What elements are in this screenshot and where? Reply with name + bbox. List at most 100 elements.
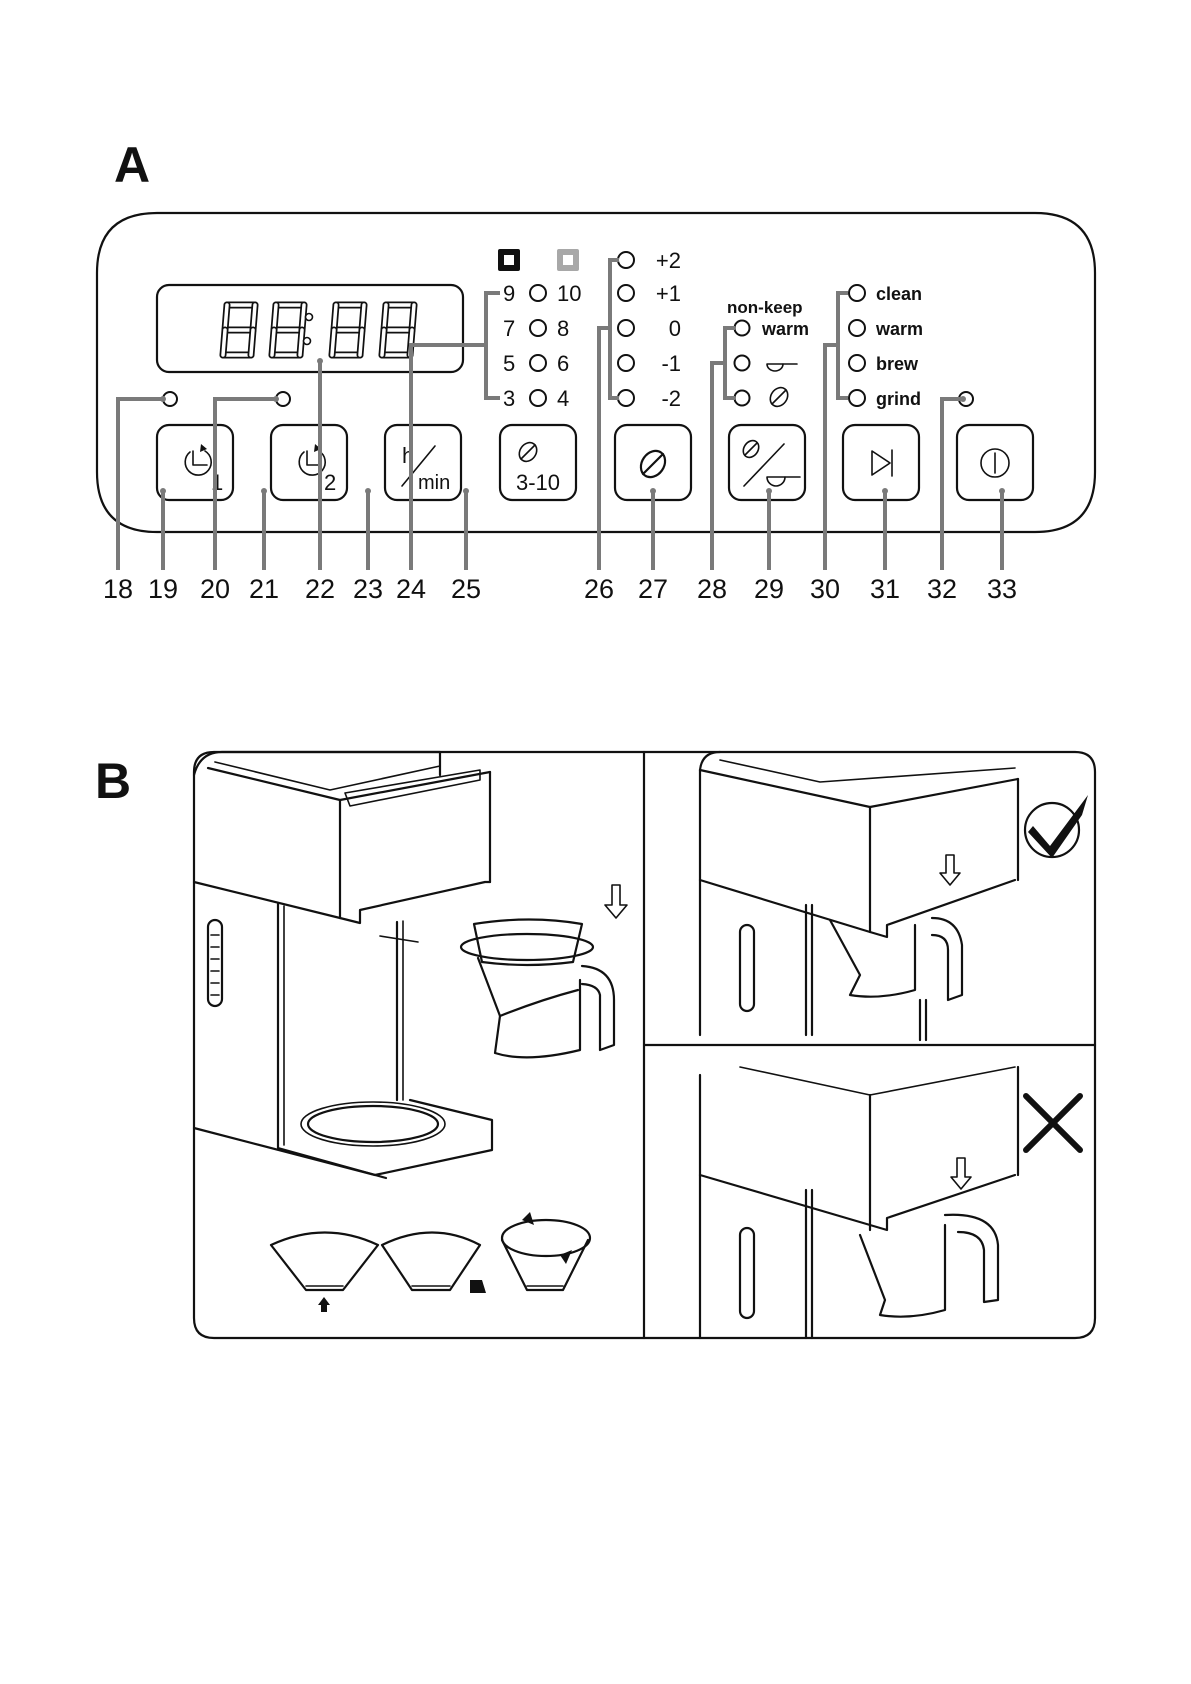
cup-size-icons — [498, 249, 579, 271]
grind-level-label: 0 — [669, 316, 681, 341]
segment-inner — [251, 303, 257, 332]
segment-inner — [221, 328, 227, 357]
figure-a-label: A — [114, 137, 150, 193]
seven-segment-digit — [219, 301, 259, 359]
filter-folding-steps — [269, 1212, 592, 1312]
timer2-subscript: 2 — [324, 470, 336, 495]
callout-number: 28 — [697, 574, 727, 604]
correct-placement-illustration — [698, 750, 1020, 1042]
dark-cup-icon-inner — [504, 255, 514, 265]
segment-inner — [410, 303, 416, 332]
callout-number: 24 — [396, 574, 426, 604]
figure-b-label: B — [95, 753, 131, 809]
colon-dot-bottom — [302, 336, 312, 346]
segment-inner — [330, 328, 336, 357]
cups-left-value: 9 — [503, 281, 515, 306]
callout-leaders — [116, 258, 1005, 570]
segment-inner — [300, 303, 306, 332]
callout-number: 30 — [810, 574, 840, 604]
ground-coffee-scoop-icon — [766, 363, 798, 372]
segment-inner — [382, 303, 388, 332]
grind-level-row: -1 — [617, 351, 681, 376]
seven-segment-digits — [219, 301, 418, 359]
incorrect-placement-illustration — [698, 1065, 1020, 1340]
segment-inner — [272, 303, 278, 332]
mode-row: brew — [848, 354, 919, 374]
power-icon — [980, 448, 1010, 478]
grind-level-led — [617, 319, 635, 337]
timer-clock-icon — [298, 444, 326, 476]
cups-button[interactable] — [498, 423, 578, 502]
callout-number: 18 — [103, 574, 133, 604]
cross-icon — [1023, 1093, 1083, 1153]
timer2-button[interactable] — [269, 423, 349, 502]
mode-label: warm — [875, 319, 923, 339]
mode-row: warm — [848, 319, 923, 339]
bean-ground-toggle-icon — [742, 439, 801, 487]
grind-level-indicator-group: +2 +1 0 -1 -2 — [617, 248, 681, 411]
beans-led — [733, 389, 751, 407]
cups-led — [529, 284, 547, 302]
cups-right-value: 8 — [557, 316, 569, 341]
mode-led — [848, 319, 866, 337]
cups-left-value: 3 — [503, 386, 515, 411]
seven-segment-digit — [268, 301, 308, 359]
cups-led — [529, 389, 547, 407]
cups-left-value: 7 — [503, 316, 515, 341]
callout-number: 27 — [638, 574, 668, 604]
callout-number: 26 — [584, 574, 614, 604]
segment-inner — [380, 328, 386, 357]
colon-dot-top — [304, 312, 314, 322]
mode-label: clean — [876, 284, 922, 304]
coffee-bean-icon — [518, 441, 538, 463]
cups-right-value: 6 — [557, 351, 569, 376]
cups-led — [529, 354, 547, 372]
segment-inner — [358, 328, 364, 357]
minute-label: min — [418, 472, 450, 494]
segment-inner — [298, 328, 304, 357]
grind-level-label: +2 — [656, 248, 681, 273]
coffee-bean-icon — [769, 386, 789, 408]
callout-number: 20 — [200, 574, 230, 604]
grind-level-row: +1 — [617, 281, 681, 306]
hour-minute-button[interactable] — [383, 423, 463, 502]
callout-number: 21 — [249, 574, 279, 604]
grind-level-led — [617, 354, 635, 372]
grind-level-label: +1 — [656, 281, 681, 306]
callout-number: 32 — [927, 574, 957, 604]
control-panel-outline — [95, 211, 1097, 534]
mode-led — [848, 284, 866, 302]
callout-number: 25 — [451, 574, 481, 604]
grind-level-led — [617, 389, 635, 407]
timer1-subscript: 1 — [211, 470, 223, 495]
non-keep-label: non-keep — [727, 298, 803, 317]
figure-b-frame — [192, 750, 1097, 1340]
warm-label: warm — [761, 319, 809, 339]
seven-segment-digit — [328, 301, 368, 359]
cups-left-value: 5 — [503, 351, 515, 376]
non-keep-warm-led — [733, 319, 751, 337]
callout-number: 22 — [305, 574, 335, 604]
cups-led — [529, 319, 547, 337]
grind-level-led — [617, 251, 635, 269]
callout-number: 29 — [754, 574, 784, 604]
check-icon — [1023, 795, 1088, 859]
grind-level-label: -2 — [661, 386, 681, 411]
callout-number: 31 — [870, 574, 900, 604]
start-skip-button[interactable] — [841, 423, 921, 502]
segment-inner — [249, 328, 255, 357]
grind-level-label: -1 — [661, 351, 681, 376]
play-skip-icon — [871, 449, 893, 477]
ground-coffee-led — [733, 354, 751, 372]
callout-number: 19 — [148, 574, 178, 604]
light-cup-icon-inner — [563, 255, 573, 265]
slash-divider — [401, 445, 436, 487]
grind-level-row: +2 — [617, 248, 681, 273]
